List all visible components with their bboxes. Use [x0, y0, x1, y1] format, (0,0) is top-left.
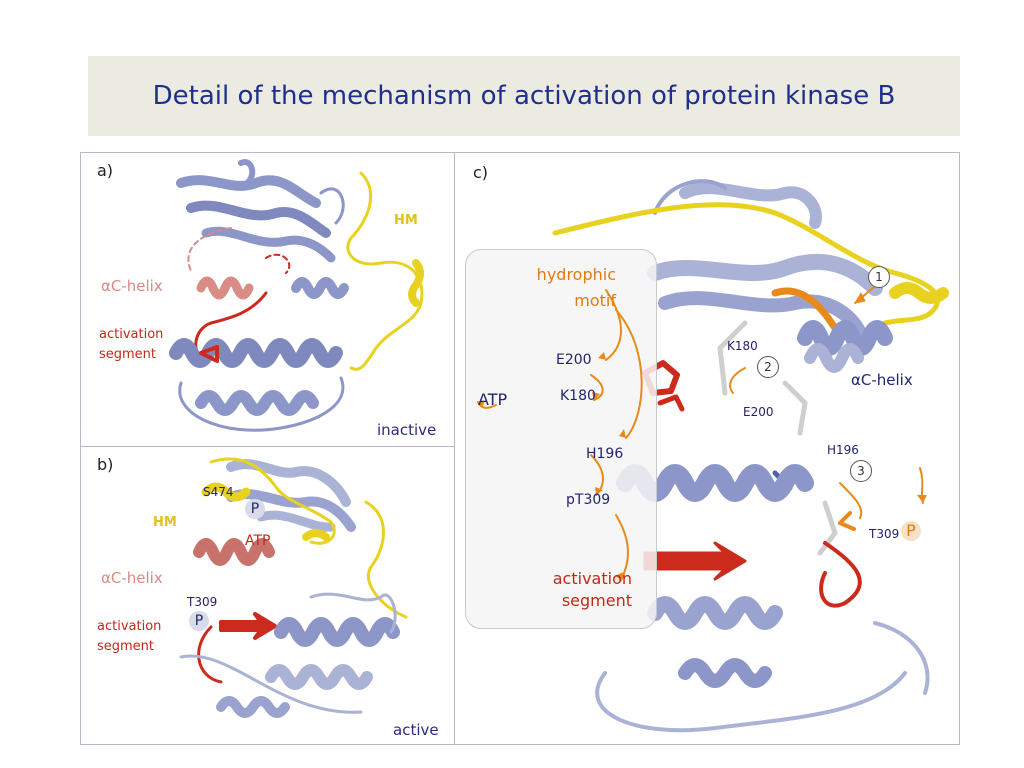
step-1-marker: 1 [868, 266, 890, 288]
panel-c: c) hyd [455, 153, 959, 744]
panel-c-helix-label: αC-helix [851, 371, 913, 389]
step-3-marker: 3 [850, 460, 872, 482]
h196-label: H196 [827, 443, 859, 457]
title-bar: Detail of the mechanism of activation of… [88, 56, 960, 136]
mech-pt309-label: pT309 [566, 492, 611, 508]
mech-motif-label: hydrophic motif [536, 265, 616, 310]
figure: a) HM αC-helix activation segment inacti… [80, 152, 960, 745]
mechanism-arrows [477, 289, 643, 581]
panel-a: a) HM αC-helix activation segment inacti… [81, 153, 455, 447]
mech-e200-label: E200 [556, 352, 592, 368]
panel-b-activation-label: activation segment [97, 619, 162, 654]
panel-b-state-label: active [393, 721, 439, 739]
s474-label: S474 [203, 485, 234, 499]
mech-activation-label: activation segment [552, 569, 632, 610]
e200-label: E200 [743, 405, 774, 419]
panel-b: b) S474 P HM ATP αC-helix T309 P activat… [81, 447, 455, 744]
panel-a-state-label: inactive [377, 421, 437, 439]
panel-a-activation-label: activation segment [99, 327, 164, 362]
protein-structure-inactive [169, 159, 424, 432]
panel-b-atp-label: ATP [245, 533, 271, 549]
t309-label-c: T309 [869, 527, 900, 541]
panel-b-helix-label: αC-helix [101, 569, 163, 587]
panel-c-letter: c) [473, 163, 489, 182]
phospho-t309-icon-c: P [901, 521, 921, 541]
protein-structure-active [179, 457, 408, 718]
k180-label: K180 [727, 339, 758, 353]
panel-b-hm-label: HM [153, 515, 177, 530]
mech-atp-label: ATP [478, 390, 508, 409]
mechanism-box: hydrophic motif E200 K180 ATP H196 pT309… [465, 249, 657, 629]
panel-a-helix-label: αC-helix [101, 277, 163, 295]
protein-structure-detail [552, 179, 949, 733]
mech-h196-label: H196 [586, 446, 624, 462]
t309-label: T309 [187, 595, 218, 609]
panel-b-letter: b) [97, 455, 114, 474]
phospho-s474-icon: P [245, 499, 265, 519]
mech-k180-label: K180 [560, 388, 596, 404]
step-2-marker: 2 [757, 356, 779, 378]
panel-a-hm-label: HM [394, 213, 418, 228]
slide-title: Detail of the mechanism of activation of… [152, 81, 896, 111]
phospho-t309-icon: P [189, 611, 209, 631]
panel-a-letter: a) [97, 161, 114, 180]
